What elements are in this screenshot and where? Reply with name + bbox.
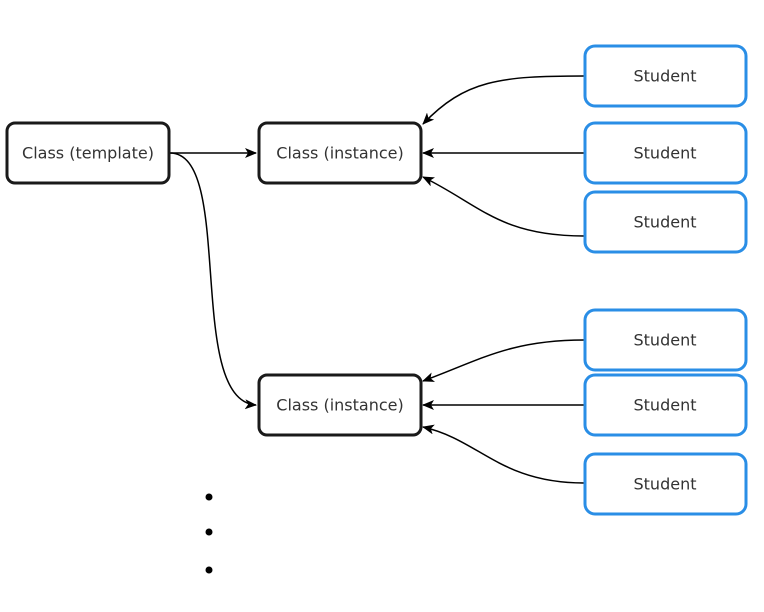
ellipsis-dot (205, 528, 213, 536)
student-box (583, 190, 748, 254)
edges (169, 75, 585, 484)
student-label: Student (634, 475, 697, 494)
student-label: Student (634, 67, 697, 86)
instance-node: Class (instance) (257, 121, 423, 185)
student-node: Student (583, 308, 748, 372)
instance-box (257, 373, 423, 437)
student-label: Student (634, 331, 697, 350)
student-node: Student (583, 44, 748, 108)
student-node: Student (583, 452, 748, 516)
edge-student-4-to-instance-2 (422, 339, 585, 382)
vertical-ellipsis (205, 493, 213, 574)
edge-student-6-to-instance-2 (422, 424, 585, 484)
edge-template-to-instance-2 (169, 152, 257, 410)
edge-student-3-to-instance-1 (422, 176, 585, 237)
student-box (583, 373, 748, 437)
template-node: Class (template) (5, 121, 171, 185)
template-label: Class (template) (22, 144, 154, 163)
student-box (583, 452, 748, 516)
instance-node: Class (instance) (257, 373, 423, 437)
edge-student-1-to-instance-1 (422, 75, 585, 125)
student-label: Student (634, 144, 697, 163)
student-label: Student (634, 213, 697, 232)
student-box (583, 44, 748, 108)
student-box (583, 121, 748, 185)
instance-label: Class (instance) (276, 396, 403, 415)
instance-label: Class (instance) (276, 144, 403, 163)
instance-box (257, 121, 423, 185)
student-box (583, 308, 748, 372)
student-label: Student (634, 396, 697, 415)
student-node: Student (583, 121, 748, 185)
ellipsis-dot (205, 493, 213, 501)
student-node: Student (583, 190, 748, 254)
template-box (5, 121, 171, 185)
ellipsis-dot (205, 566, 213, 574)
student-node: Student (583, 373, 748, 437)
